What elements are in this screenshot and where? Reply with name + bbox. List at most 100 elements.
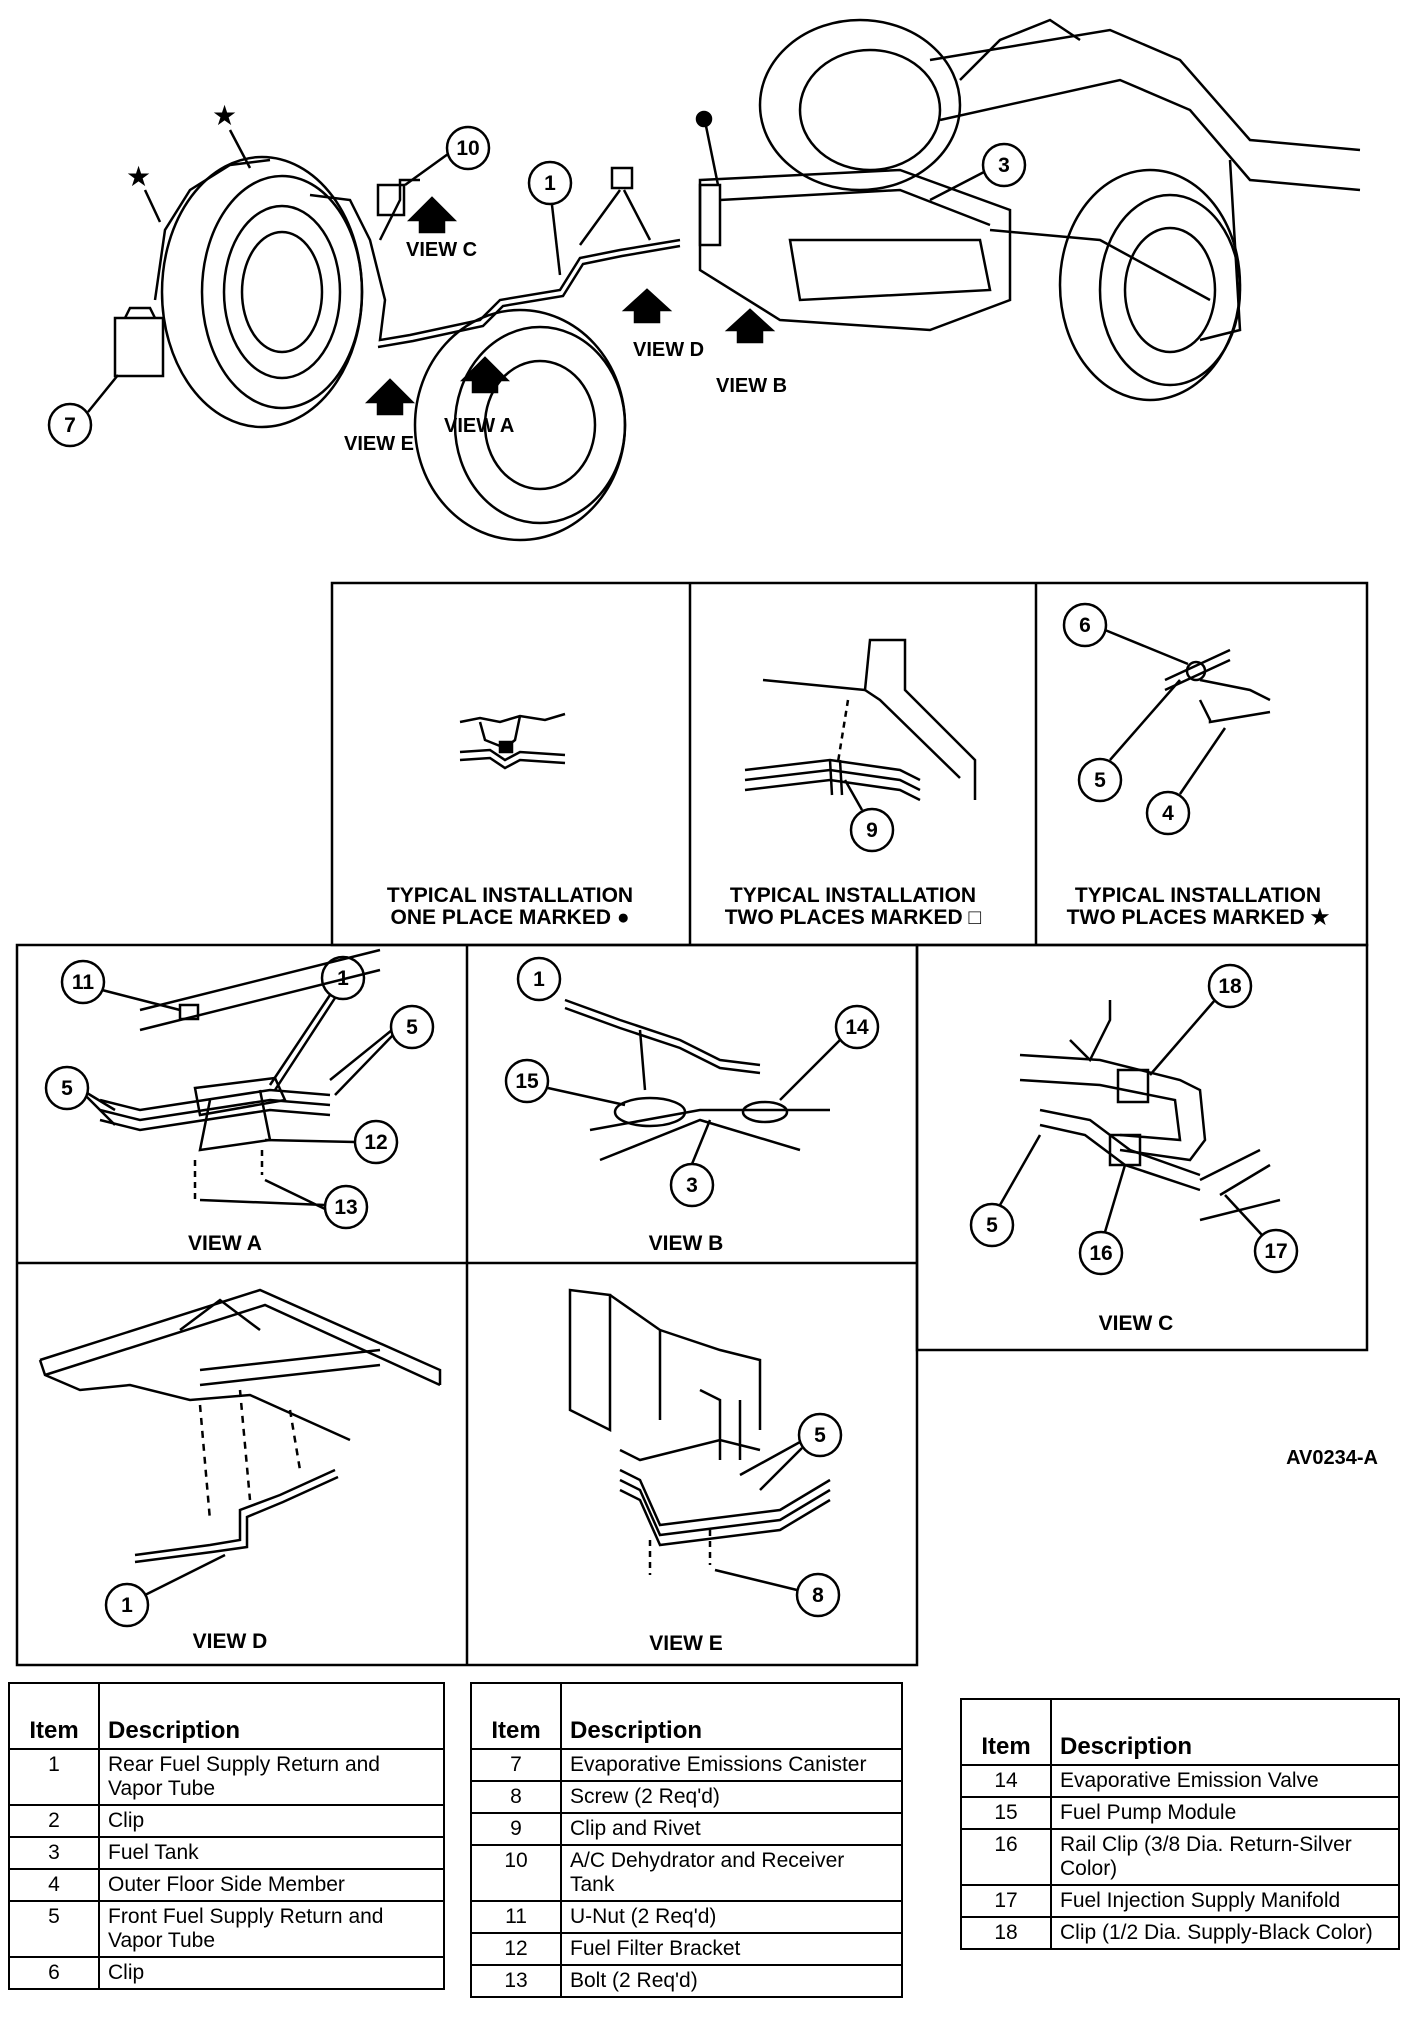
- svg-text:10: 10: [456, 137, 479, 160]
- legend-header-item: Item: [960, 1698, 1052, 1766]
- legend-item-number: 9: [470, 1812, 562, 1846]
- dot-leader: [704, 125, 720, 186]
- label-view-d: VIEW D: [633, 339, 704, 361]
- svg-text:7: 7: [64, 414, 76, 437]
- legend-item-description: U-Nut (2 Req'd): [560, 1900, 903, 1934]
- legend-item-number: 12: [470, 1932, 562, 1966]
- svg-text:1: 1: [337, 967, 349, 990]
- callout-4: [1145, 790, 1191, 836]
- legend-item-number: 15: [960, 1796, 1052, 1830]
- callout-13: [323, 1184, 369, 1230]
- view-b-caption: VIEW B: [649, 1232, 724, 1255]
- svg-text:5: 5: [406, 1016, 418, 1039]
- legend-item-description: Clip (1/2 Dia. Supply-Black Color): [1050, 1916, 1400, 1950]
- view-d-panel: 1 VIEW D: [38, 1288, 442, 1653]
- legend-item-number: 6: [8, 1956, 100, 1990]
- callout-8: [795, 1572, 841, 1618]
- ac-dehydrator: [376, 183, 406, 217]
- legend-item-description: Outer Floor Side Member: [98, 1868, 445, 1902]
- svg-text:18: 18: [1218, 975, 1242, 998]
- typical-panel-star: 6 5 4 TYPICAL INSTALLATION TWO PLACES MA…: [1062, 602, 1330, 929]
- callout-15: [504, 1058, 550, 1104]
- callout-1: [516, 956, 562, 1002]
- fuel-tank: [698, 168, 1012, 332]
- legend-item-description: Front Fuel Supply Return and Vapor Tube: [98, 1900, 445, 1958]
- callout-5: [969, 1202, 1015, 1248]
- view-e-caption: VIEW E: [649, 1632, 723, 1655]
- wheel-right: [1058, 168, 1242, 402]
- legend-item-description: Fuel Injection Supply Manifold: [1050, 1884, 1400, 1918]
- legend-item-description: Rear Fuel Supply Return and Vapor Tube: [98, 1748, 445, 1806]
- vehicle-overview: ★ ★ VIEW C VIEW D VIEW B VIEW A VIEW E 1: [47, 18, 1361, 542]
- evap-canister: [113, 306, 165, 378]
- legend-item-number: 17: [960, 1884, 1052, 1918]
- legend-item-description: Bolt (2 Req'd): [560, 1964, 903, 1998]
- callout-5-right: [389, 1004, 435, 1050]
- svg-text:9: 9: [866, 819, 878, 842]
- svg-text:14: 14: [845, 1016, 869, 1039]
- view-a-panel: 11 1 5 5 12 13 VIEW A: [44, 948, 435, 1255]
- typical-caption-3a: TYPICAL INSTALLATION: [1075, 884, 1321, 907]
- typical-caption-1b: ONE PLACE MARKED ●: [390, 906, 629, 929]
- legend-item-description: Evaporative Emissions Canister: [560, 1748, 903, 1782]
- legend-header-item: Item: [8, 1682, 100, 1750]
- legend-item-number: 4: [8, 1868, 100, 1902]
- svg-text:4: 4: [1162, 802, 1174, 825]
- svg-text:5: 5: [1094, 769, 1106, 792]
- legend-item-description: Clip: [98, 1804, 445, 1838]
- legend-item-number: 14: [960, 1764, 1052, 1798]
- callout-1: [104, 1582, 150, 1628]
- legend-item-number: 11: [470, 1900, 562, 1934]
- svg-text:11: 11: [72, 971, 95, 994]
- callout-10: 10: [404, 125, 491, 187]
- typical-caption-1a: TYPICAL INSTALLATION: [387, 884, 633, 907]
- legend-item-description: Fuel Filter Bracket: [560, 1932, 903, 1966]
- frame-rails: [929, 18, 1361, 342]
- svg-text:1: 1: [121, 1594, 133, 1617]
- legend-item-description: Fuel Pump Module: [1050, 1796, 1400, 1830]
- legend-item-number: 7: [470, 1748, 562, 1782]
- svg-text:5: 5: [61, 1077, 73, 1100]
- legend-item-number: 5: [8, 1900, 100, 1958]
- callout-5: [1077, 757, 1123, 803]
- legend-item-description: Rail Clip (3/8 Dia. Return-Silver Color): [1050, 1828, 1400, 1886]
- typical-caption-3b: TWO PLACES MARKED ★: [1067, 906, 1330, 929]
- dot-marker: [695, 110, 713, 128]
- wheel-front: [413, 308, 627, 542]
- label-view-e: VIEW E: [344, 433, 414, 455]
- callout-9: [849, 807, 895, 853]
- view-a-caption: VIEW A: [188, 1232, 262, 1255]
- callout-1: [320, 955, 366, 1001]
- callout-5-left: [44, 1065, 90, 1111]
- star-marker: ★: [212, 100, 237, 131]
- svg-text:1: 1: [533, 968, 545, 991]
- star-marker: ★: [126, 161, 151, 192]
- svg-text:5: 5: [986, 1214, 998, 1237]
- star-leader: [143, 129, 252, 223]
- view-c-caption: VIEW C: [1099, 1312, 1174, 1335]
- svg-text:1: 1: [544, 172, 556, 195]
- svg-text:16: 16: [1089, 1242, 1112, 1265]
- view-e-panel: 5 8 VIEW E: [568, 1288, 843, 1655]
- legend-item-description: A/C Dehydrator and Receiver Tank: [560, 1844, 903, 1902]
- legend-header-description: Description: [98, 1682, 445, 1750]
- legend-item-number: 2: [8, 1804, 100, 1838]
- view-b-panel: 1 14 15 3 VIEW B: [504, 956, 880, 1255]
- callout-1: 1: [527, 160, 573, 276]
- callout-16: [1078, 1230, 1124, 1276]
- figure-reference: AV0234-A: [1286, 1447, 1378, 1469]
- svg-text:17: 17: [1264, 1240, 1287, 1263]
